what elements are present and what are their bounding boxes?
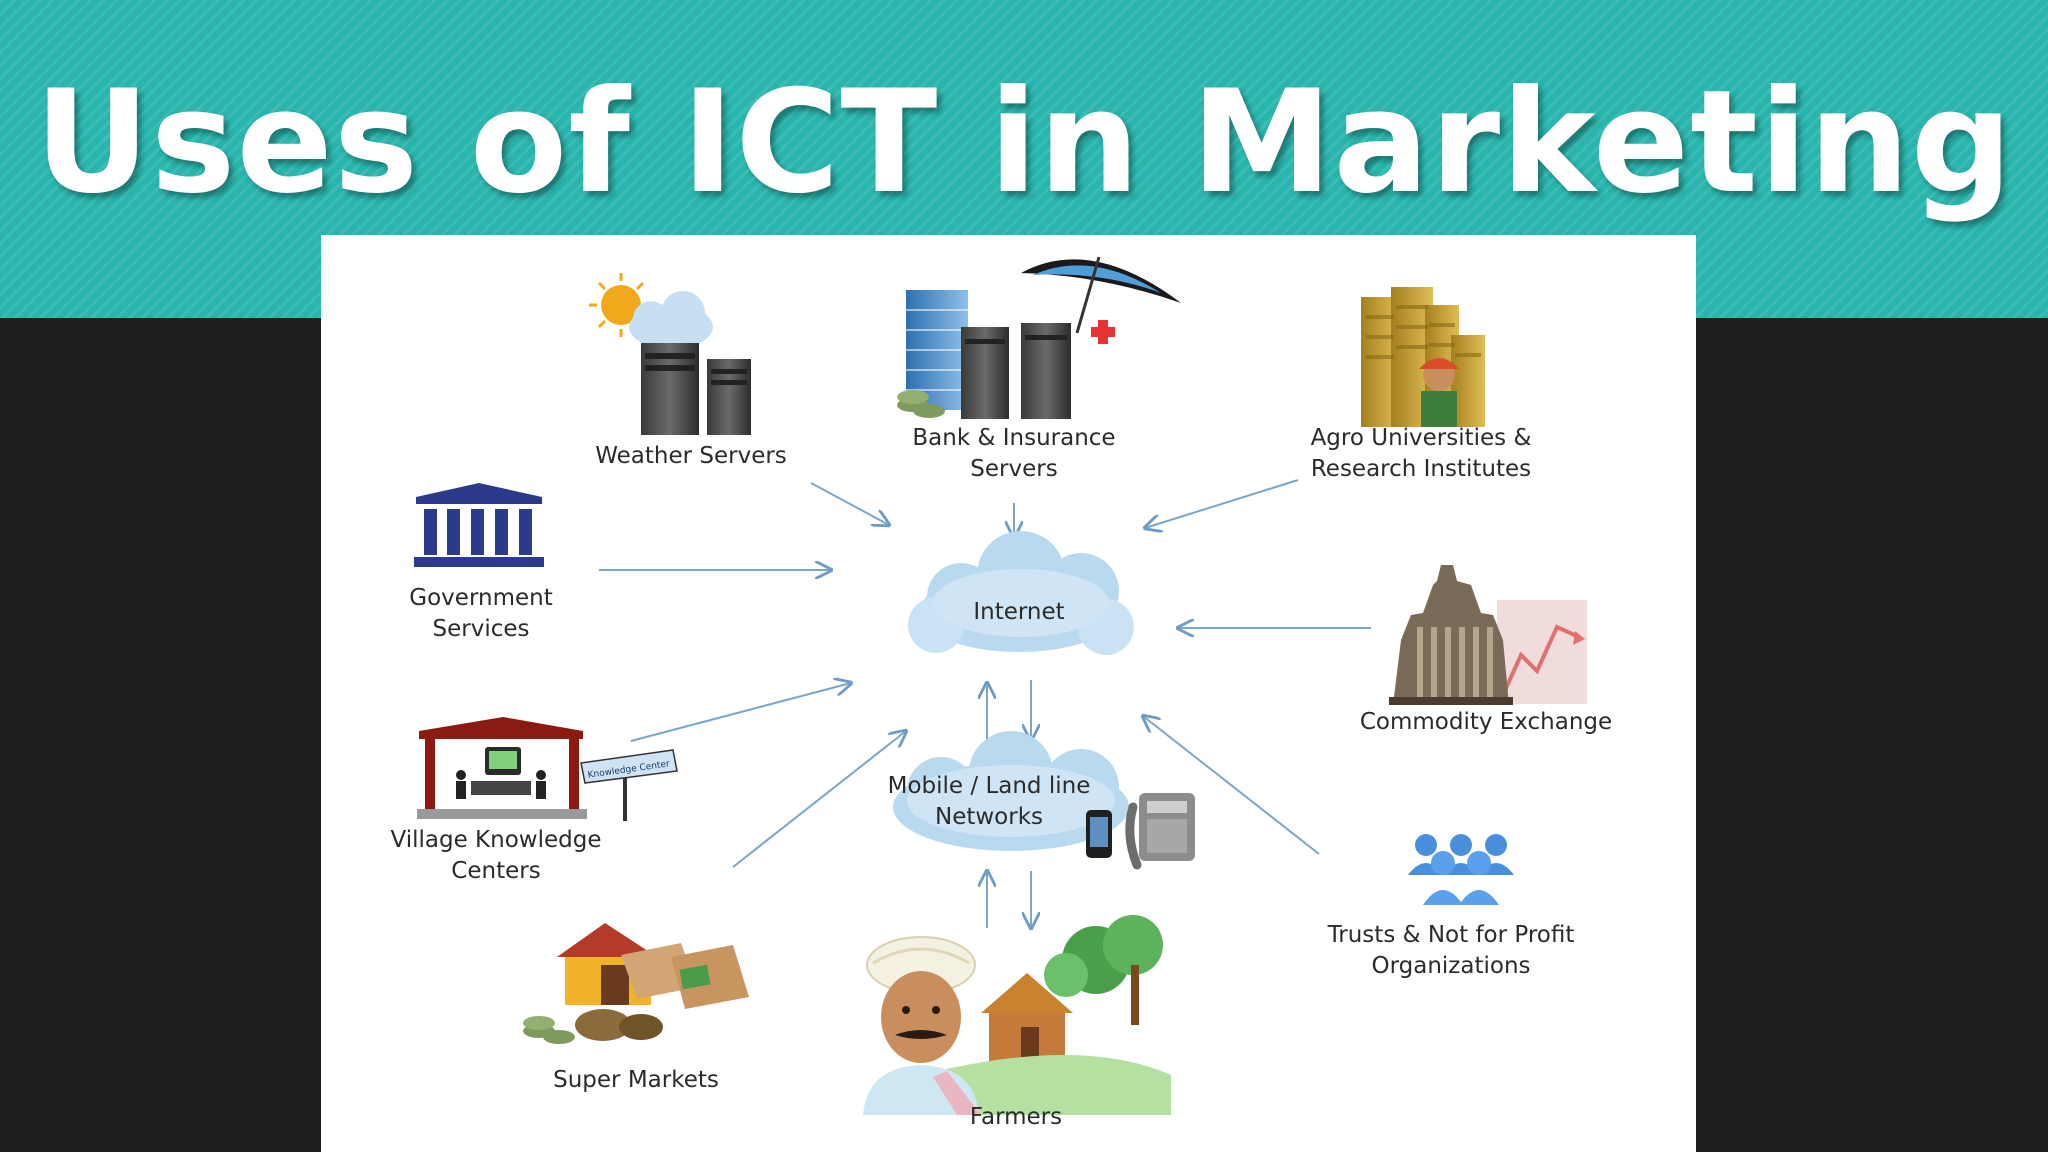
node-label-trusts: Trusts & Not for Profit Organizations [1327,922,1575,979]
diagram-panel: Knowledge Center [321,235,1696,1152]
farmer-icon [863,915,1171,1115]
internet-cloud [908,531,1134,655]
slide-title: Uses of ICT in Marketing [34,60,2014,225]
arrow-supermarkets-to-mobile [732,731,906,868]
server-sun-icon [589,273,751,435]
government-building-icon [414,483,544,567]
mobile-network-cloud [893,731,1129,851]
mobile-phone-icon [1086,810,1112,858]
knowledge-center-icon: Knowledge Center [417,717,678,821]
diagram-canvas: Knowledge Center [414,256,1587,1115]
node-label-weather: Weather Servers [595,443,787,469]
node-label-commodity: Commodity Exchange [1359,709,1613,735]
hub-label-mobile-network: Mobile / Land line Networks [887,773,1091,830]
node-label-agro: Agro Universities & Research Institutes [1310,425,1532,482]
bank-umbrella-icon [897,256,1181,419]
node-label-farmers: Farmers [969,1104,1063,1130]
arrow-agro-to-internet [1145,479,1299,528]
market-stall-icon [523,923,749,1044]
arrow-trusts-to-internet [1143,716,1320,855]
stock-exchange-icon [1389,565,1587,705]
people-group-icon [1408,834,1514,905]
node-label-government: Government Services [409,585,553,642]
node-label-village: Village Knowledge Centers [390,827,602,884]
node-label-bank: Bank & Insurance Servers [912,425,1116,482]
arrow-village-to-internet [630,683,851,742]
hub-label-internet: Internet [973,599,1065,625]
university-building-icon [1361,287,1485,427]
node-label-supermarkets: Super Markets [553,1067,719,1093]
arrow-weather-to-internet [810,482,889,525]
landline-phone-icon [1125,793,1195,870]
